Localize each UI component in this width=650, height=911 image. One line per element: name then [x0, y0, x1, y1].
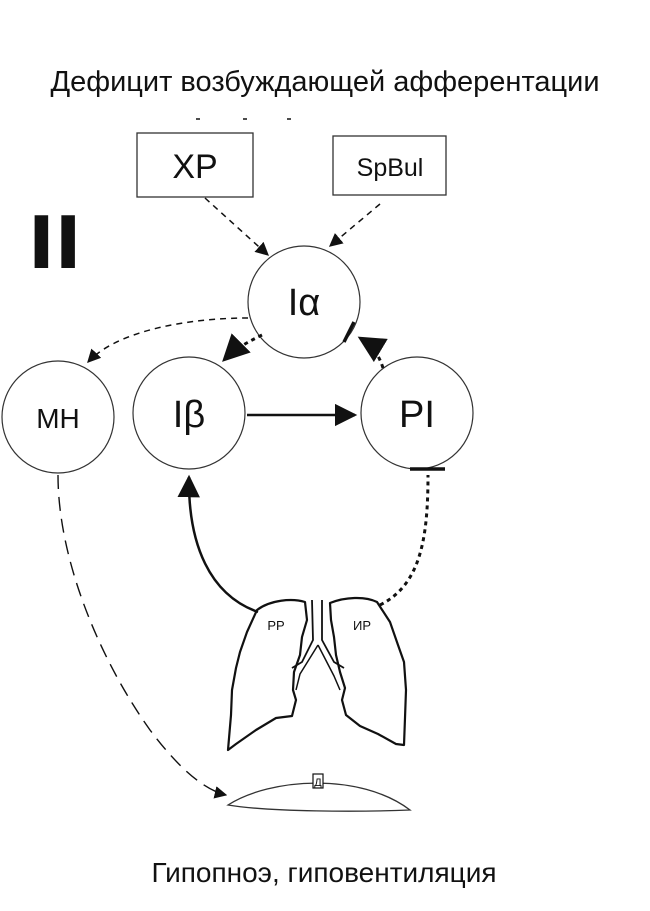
diagram-title: Дефицит возбуждающей афферентации — [50, 66, 599, 98]
ia-inhibit-bar — [342, 321, 356, 343]
xp-to-ia-arrow — [204, 197, 270, 256]
spbul-box — [332, 135, 447, 196]
bronchus-left — [295, 644, 319, 691]
lung-label-ir: ИР — [353, 618, 371, 633]
diagram-footer: Гипопноэ, гиповентиляция — [152, 857, 497, 888]
xp-label: XP — [172, 148, 217, 186]
spbul-label: SpBul — [357, 154, 424, 182]
mn-to-diaphragm-arrow — [57, 474, 228, 799]
lung-label-rr: РР — [267, 618, 284, 633]
ia-to-mn-arrow — [87, 317, 249, 363]
ia-to-ib-arrow — [222, 333, 263, 362]
roman-numeral: II — [28, 201, 82, 285]
diaphragm-shape — [226, 782, 412, 812]
diaphragm-sensor — [312, 773, 324, 789]
xp-box — [136, 132, 254, 198]
bronchus-right — [317, 644, 341, 691]
node-ib-label: Iβ — [173, 394, 205, 436]
lungs-drawing — [226, 596, 408, 752]
node-ia-label: Iα — [288, 282, 321, 324]
node-ib — [132, 356, 246, 470]
rr-to-ib-arrow — [177, 474, 259, 614]
spbul-to-ia-arrow — [328, 203, 381, 247]
trachea-left — [291, 599, 314, 669]
node-ia — [247, 245, 361, 359]
node-mn-label: МН — [36, 403, 80, 434]
node-mn — [1, 360, 115, 474]
node-pi-label: PI — [399, 394, 435, 436]
left-lung-outline — [226, 599, 309, 752]
ir-to-pi-inhibit — [379, 474, 430, 607]
pi-to-ia-inhibit — [357, 336, 388, 369]
diaphragm-label: Д — [314, 777, 322, 789]
right-lung-outline — [328, 596, 408, 747]
trachea-right — [321, 600, 345, 669]
